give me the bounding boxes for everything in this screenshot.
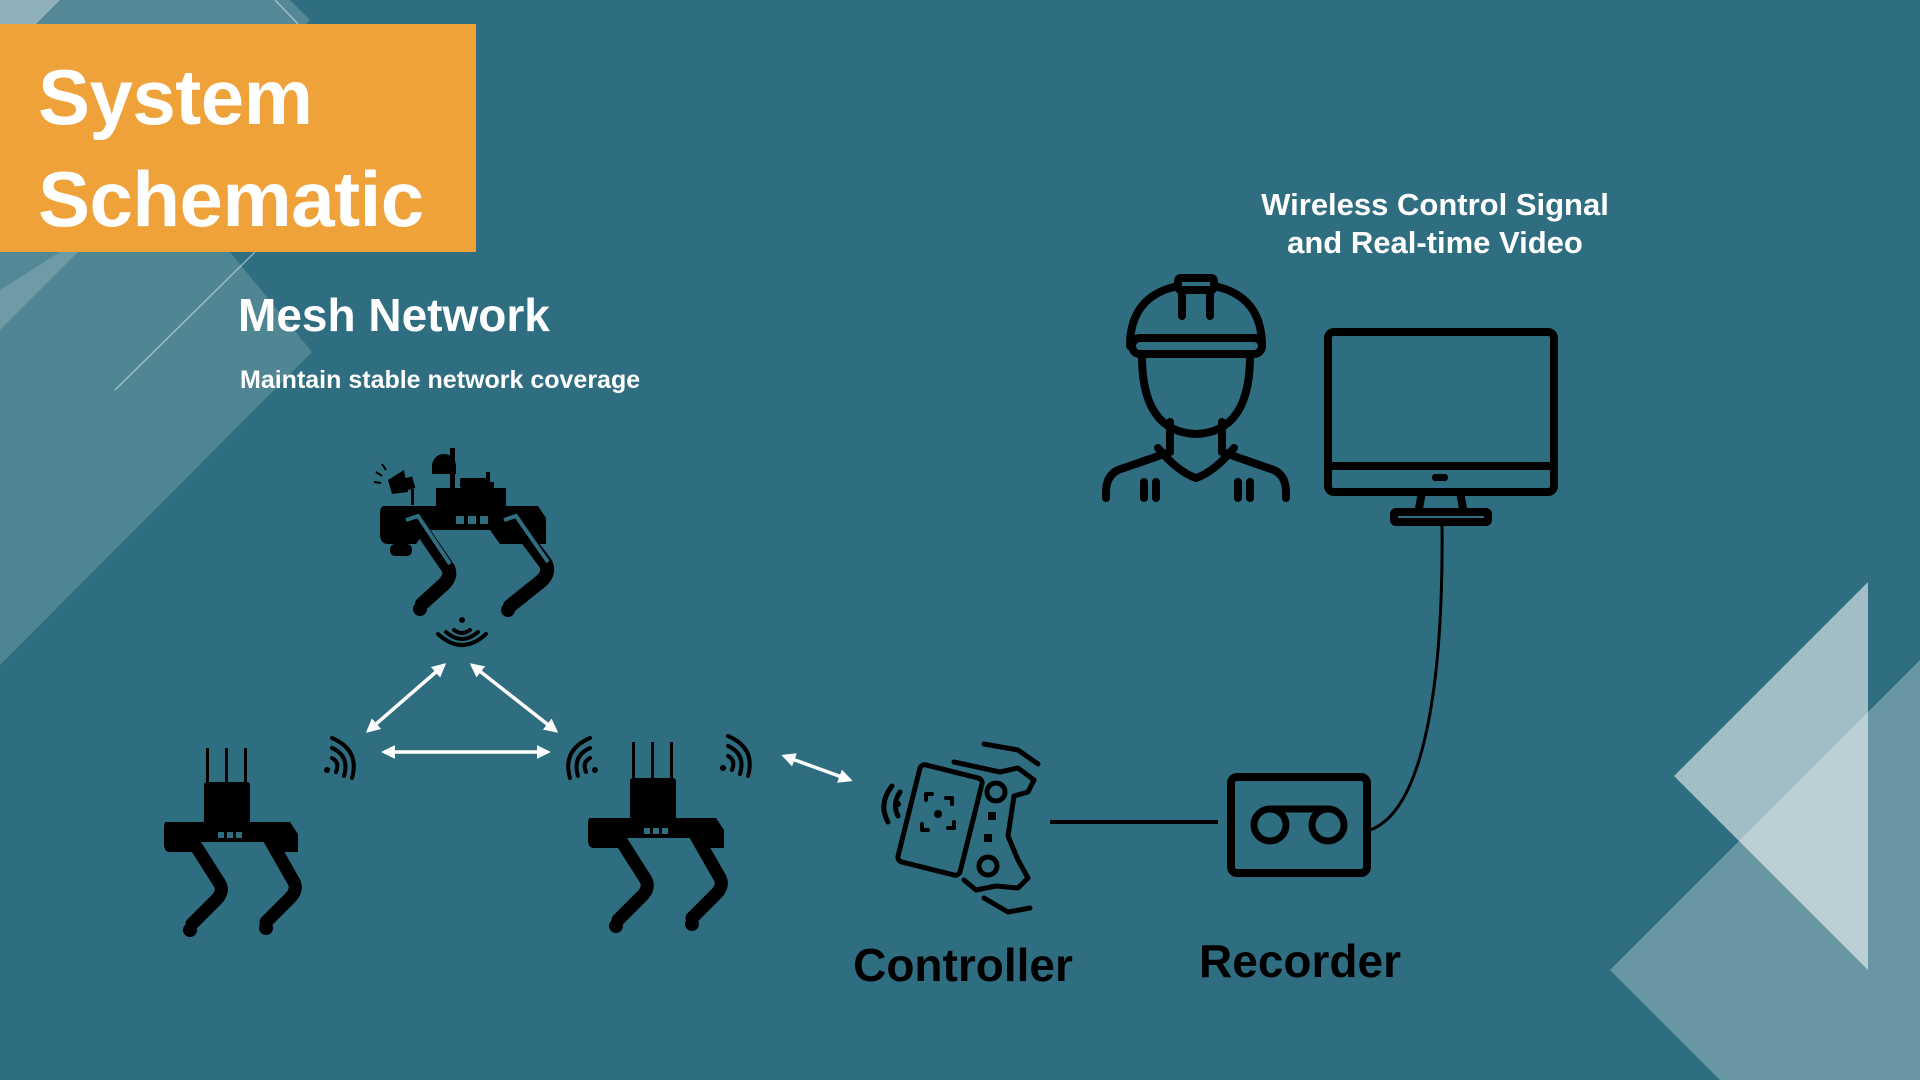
robot-dog-router-left-icon (164, 748, 302, 937)
wireless-caption: Wireless Control Signal and Real-time Vi… (1190, 186, 1680, 262)
operator-worker-icon (1102, 274, 1290, 502)
arrow-robot-to-controller (781, 753, 853, 783)
controller-label: Controller (853, 939, 1073, 991)
wifi-signal-icon (566, 736, 598, 780)
monitor-icon (1324, 328, 1558, 526)
mesh-network-subtitle: Maintain stable network coverage (240, 366, 641, 394)
robot-dog-router-right-icon (588, 742, 728, 933)
deco-line-top (274, 0, 299, 25)
wifi-signal-icon (720, 734, 752, 778)
handheld-controller-icon (881, 741, 1041, 915)
recorder-label: Recorder (1199, 935, 1401, 987)
recorder-icon (1227, 773, 1371, 877)
arrow-top-to-right (469, 663, 559, 733)
title-banner: System Schematic (0, 24, 476, 252)
cable-recorder-to-monitor (1369, 519, 1444, 832)
arrow-top-to-left (365, 663, 447, 733)
deco-triangle-right-light (1674, 582, 1868, 970)
deco-diamond-left (0, 252, 312, 665)
robot-dog-camera-icon (373, 448, 555, 617)
deco-line-left (114, 251, 256, 391)
slide-title-line-2: Schematic (38, 155, 424, 243)
wireless-caption-line-2: and Real-time Video (1287, 225, 1583, 260)
mesh-network-heading: Mesh Network (238, 289, 550, 341)
wifi-signal-icon (436, 617, 488, 647)
wifi-signal-icon (324, 736, 356, 780)
wireless-caption-line-1: Wireless Control Signal (1261, 187, 1609, 222)
slide-title-line-1: System (38, 53, 313, 141)
